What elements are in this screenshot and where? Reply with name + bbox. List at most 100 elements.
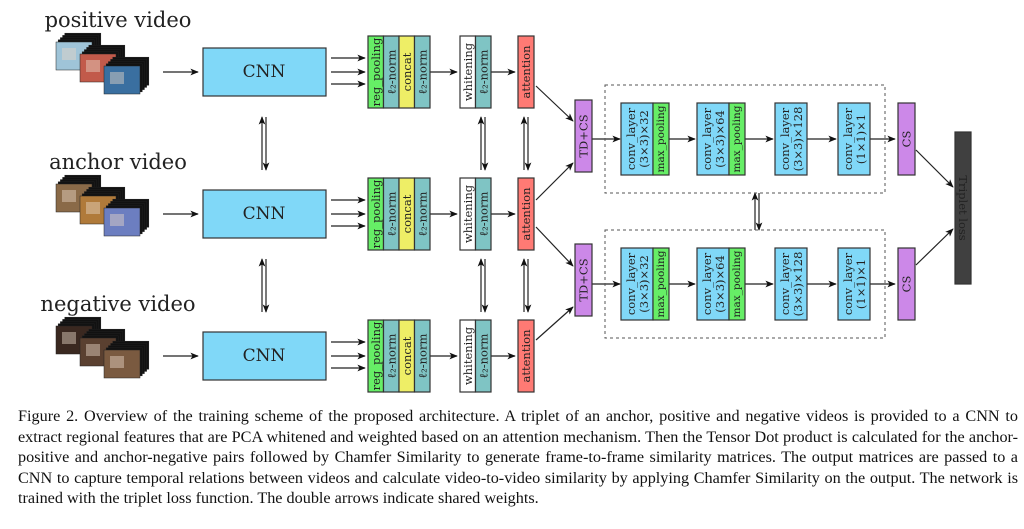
video-frame-content [62,48,76,60]
conv-layer-shape-3-1: (1×1)×1 [854,259,868,309]
cnn-box-anchor [202,189,327,239]
whitening-block-1-anchor [474,177,492,251]
feature-block-label-2-positive: concat [400,52,414,91]
conv-layer-label-2-0: conv_layer [778,107,792,170]
video-thumbnail-positive [55,32,150,95]
video-thumbnail-anchor [55,174,150,237]
conv-layer-shape-1-1: (3×3)×64 [713,255,727,313]
feature-block-3-anchor [413,177,431,251]
max-pooling-box-0-1 [652,247,670,321]
conv-layer-box-2-0 [774,102,808,176]
feature-block-label-2-negative: concat [400,336,414,375]
feature-block-label-0-anchor: reg_pooling [369,179,383,248]
conv-layer-box-3-0 [837,102,871,176]
video-frame [103,65,141,95]
cnn-label-anchor: CNN [243,204,286,224]
conv-layer-shape-2-1: (3×3)×128 [791,252,805,317]
video-frame-content [62,190,76,202]
attention-box-positive [517,35,535,109]
temporal-cnn-group-1 [604,229,886,339]
feature-block-label-1-positive: ℓ₂-norm [384,50,398,95]
video-frame-content [86,202,100,214]
cnn-label-negative: CNN [243,346,286,366]
max-pooling-label-0-0: max_pooling [655,105,667,172]
feature-block-label-0-negative: reg_pooling [369,321,383,390]
feature-block-3-negative [413,319,431,393]
arrow-anchor-to-tdcs-top [535,162,574,201]
feature-block-label-3-anchor: ℓ₂-norm [415,192,429,237]
input-label-positive: positive video [45,8,192,32]
video-frame-content [110,214,124,226]
conv-layer-label-3-0: conv_layer [841,107,855,170]
whitening-block-label-0-anchor: whitening [461,184,475,243]
conv-layer-shape-0-0: (3×3)×32 [637,110,651,168]
feature-block-3-positive [413,35,431,109]
whitening-block-label-1-anchor: ℓ₂-norm [476,192,490,237]
input-label-negative: negative video [40,292,195,316]
td-cs-label-1: TD+CS [577,258,591,301]
conv-layer-box-1-1 [696,247,730,321]
conv-layer-box-0-1 [620,247,654,321]
feature-block-label-3-positive: ℓ₂-norm [415,50,429,95]
video-frame-content [110,72,124,84]
video-frame [103,207,141,237]
conv-layer-label-0-1: conv_layer [624,252,638,315]
conv-layer-label-3-1: conv_layer [841,252,855,315]
arrow-cs-to-triplet-top [915,149,954,188]
conv-layer-label-1-1: conv_layer [700,252,714,315]
attention-label-positive: attention [519,45,533,99]
arrow-negative-to-tdcs-bottom [535,306,574,341]
feature-block-label-3-negative: ℓ₂-norm [415,334,429,379]
feature-block-label-1-anchor: ℓ₂-norm [384,192,398,237]
cs-label-1: CS [900,276,914,293]
conv-layer-shape-2-0: (3×3)×128 [791,107,805,172]
input-label-anchor: anchor video [49,150,187,174]
conv-layer-shape-0-1: (3×3)×32 [637,255,651,313]
attention-box-anchor [517,177,535,251]
arrow-positive-to-tdcs-top [535,85,574,122]
conv-layer-label-2-1: conv_layer [778,252,792,315]
attention-label-anchor: attention [519,187,533,241]
cnn-box-positive [202,47,327,97]
whitening-block-1-negative [474,319,492,393]
max-pooling-label-1-0: max_pooling [731,105,743,172]
arrow-cs-to-triplet-bottom [915,228,954,266]
cnn-label-positive: CNN [243,62,286,82]
whitening-block-label-1-positive: ℓ₂-norm [476,50,490,95]
video-frame-content [86,60,100,72]
video-frame [103,349,141,379]
conv-layer-label-0-0: conv_layer [624,107,638,170]
attention-label-negative: attention [519,329,533,383]
max-pooling-box-1-1 [728,247,746,321]
triplet-loss-box [954,131,972,285]
triplet-loss-label: Triplet loss [956,175,970,240]
conv-layer-box-2-1 [774,247,808,321]
whitening-block-label-1-negative: ℓ₂-norm [476,334,490,379]
td-cs-label-0: TD+CS [577,114,591,157]
figure-caption: Figure 2. Overview of the training schem… [18,407,1018,508]
td-cs-box-1 [574,243,593,317]
video-thumbnail-negative [55,316,150,379]
cs-box-1 [897,247,916,321]
conv-layer-box-3-1 [837,247,871,321]
attention-box-negative [517,319,535,393]
max-pooling-box-1-0 [728,102,746,176]
video-frame-content [62,332,76,344]
conv-layer-shape-1-0: (3×3)×64 [713,110,727,168]
conv-layer-shape-3-0: (1×1)×1 [854,114,868,164]
conv-layer-box-1-0 [696,102,730,176]
video-frame-content [86,344,100,356]
cs-label-0: CS [900,131,914,148]
feature-block-label-0-positive: reg_pooling [369,37,383,106]
cnn-box-negative [202,331,327,381]
temporal-cnn-group-0 [604,84,886,194]
whitening-block-label-0-positive: whitening [461,42,475,101]
arrow-anchor-to-tdcs-bottom [535,226,574,267]
whitening-block-label-0-negative: whitening [461,326,475,385]
video-frame-content [110,356,124,368]
max-pooling-box-0-0 [652,102,670,176]
feature-block-label-1-negative: ℓ₂-norm [384,334,398,379]
conv-layer-label-1-0: conv_layer [700,107,714,170]
feature-block-label-2-anchor: concat [400,194,414,233]
